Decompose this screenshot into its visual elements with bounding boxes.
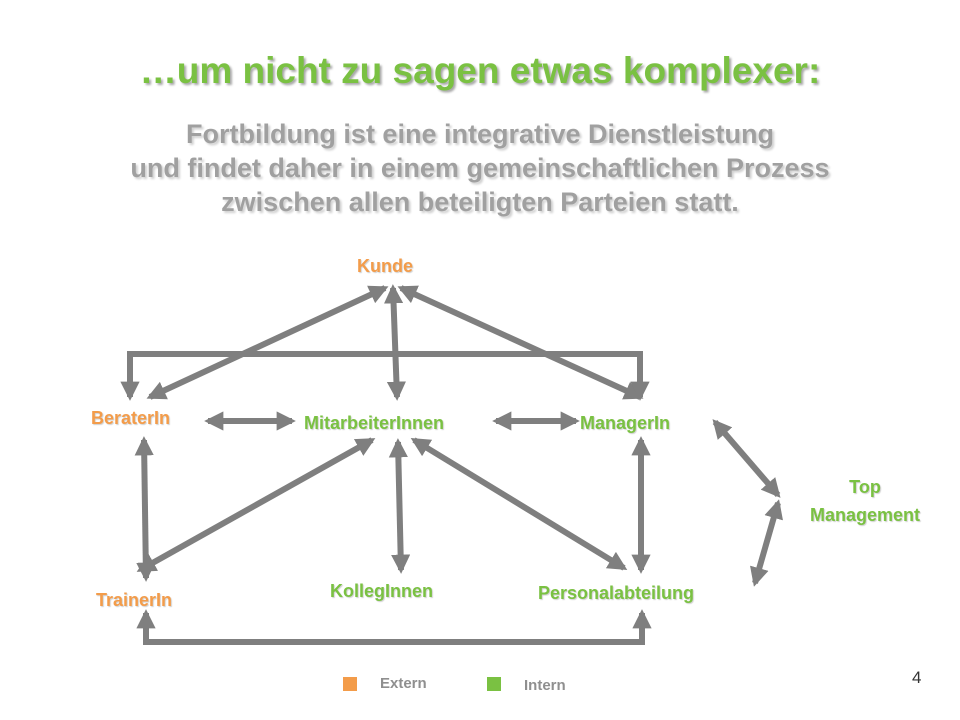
node-top-management-line-1: Top <box>849 477 881 497</box>
legend-intern-label: Intern <box>524 677 566 694</box>
legend-extern-label: Extern <box>380 675 427 692</box>
node-trainer: TrainerIn <box>96 590 173 610</box>
node-top-management-line-2: Management <box>809 505 921 525</box>
arrow-berater-trainer <box>134 436 156 582</box>
subtitle-line-3: zwischen allen beteiligten Parteien stat… <box>221 187 739 217</box>
page-number: 4 <box>912 668 922 687</box>
arrow-mitarbeiter-personal <box>410 437 628 571</box>
node-kunde: Kunde <box>357 256 413 276</box>
arrow-topmanagement-personal <box>750 499 783 587</box>
subtitle-line-2: und findet daher in einem gemeinschaftli… <box>130 153 830 183</box>
legend-intern-swatch <box>487 677 501 691</box>
arrow-kunde-manager <box>397 285 644 400</box>
node-kollegen: KollegInnen <box>330 581 433 601</box>
arrow-mitarbeiter-kollegen <box>388 438 411 574</box>
arrow-manager-topmanagement <box>712 419 781 498</box>
slide-subtitle: Fortbildung ist eine integrative Dienstl… <box>0 117 960 219</box>
node-berater: BeraterIn <box>91 408 171 428</box>
node-top-management: Top Management <box>785 473 945 529</box>
arrow-berater-manager-bracket <box>120 351 650 401</box>
legend-extern-swatch <box>343 677 357 691</box>
arrow-mitarbeiter-trainer <box>136 437 376 573</box>
node-personal: Personalabteilung <box>538 583 695 603</box>
arrow-kunde-berater <box>146 285 389 400</box>
slide-title: …um nicht zu sagen etwas komplexer: <box>139 50 821 91</box>
subtitle-line-1: Fortbildung ist eine integrative Dienstl… <box>185 119 775 149</box>
node-mitarbeiter: MitarbeiterInnen <box>304 413 445 433</box>
arrow-trainer-personal-bracket <box>136 609 652 645</box>
node-manager: ManagerIn <box>580 413 671 433</box>
arrow-kunde-mitarbeiter <box>383 284 407 401</box>
